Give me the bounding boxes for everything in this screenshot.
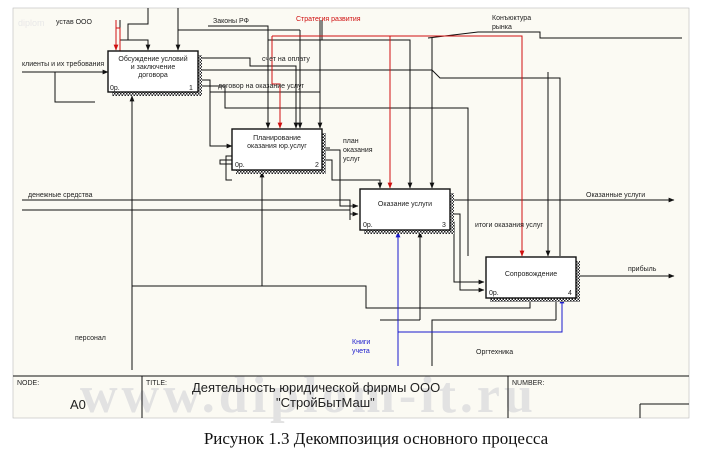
title-block: NODE: A0 TITLE: Деятельность юридической… <box>13 375 689 418</box>
label-plan-1: план <box>343 138 359 145</box>
process-box-2[interactable]: Планирование оказания юр.услуг 0р. 2 <box>231 128 326 174</box>
title-line-1: Деятельность юридической фирмы ООО <box>192 380 440 395</box>
box4-cost: 0р. <box>489 290 499 297</box>
box3-cost: 0р. <box>363 222 373 229</box>
label-konyunktura-2: рынка <box>492 24 512 31</box>
node-label: NODE: <box>17 380 39 387</box>
title-label: TITLE: <box>146 380 167 387</box>
label-plan-3: услуг <box>343 156 361 163</box>
process-box-3[interactable]: Оказание услуги 0р. 3 <box>359 188 454 234</box>
arrow-books <box>395 231 565 366</box>
arrow-lines <box>22 8 682 370</box>
figure-caption: Рисунок 1.3 Декомпозиция основного проце… <box>204 429 549 448</box>
label-ustav: устав ООО <box>56 19 92 26</box>
box3-line-1: Оказание услуги <box>378 201 432 208</box>
label-knigi-1: Книги <box>352 339 370 346</box>
number-label: NUMBER: <box>512 380 544 387</box>
box1-line-1: Обсуждение условий <box>118 55 187 63</box>
watermark-corner: diplom <box>18 18 45 28</box>
label-dogovor: договор на оказание услуг <box>218 83 304 90</box>
label-personal: персонал <box>75 335 106 342</box>
label-pribyl: прибыль <box>628 265 657 273</box>
box2-cost: 0р. <box>235 162 245 169</box>
label-konyunktura-1: Конъюктура <box>492 15 531 22</box>
box1-line-3: договора <box>138 72 168 79</box>
process-box-4[interactable]: Сопровождение 0р. 4 <box>485 256 580 302</box>
label-denezhnye: денежные средства <box>28 192 93 199</box>
label-okazannye: Оказанные услуги <box>586 192 645 199</box>
label-knigi-2: учета <box>352 348 370 355</box>
label-strategiya: Стратегия развития <box>296 16 361 23</box>
box4-line-1: Сопровождение <box>505 271 557 278</box>
box4-number: 4 <box>568 290 572 297</box>
label-schet: счет на оплату <box>262 56 310 63</box>
node-value: A0 <box>70 397 86 412</box>
box1-cost: 0р. <box>110 85 120 92</box>
arrow-strategy <box>113 20 525 257</box>
box1-number: 1 <box>189 85 193 92</box>
box2-number: 2 <box>315 162 319 169</box>
label-orgtehnika: Оргтехника <box>476 349 513 356</box>
label-zakony: Законы РФ <box>213 18 249 25</box>
label-klienty: клиенты и их требования <box>22 60 104 68</box>
process-box-1[interactable]: Обсуждение условий и заключение договора… <box>107 50 202 96</box>
label-itogi: итоги оказания услуг <box>475 222 543 229</box>
box1-line-2: и заключение <box>131 64 176 71</box>
label-plan-2: оказания <box>343 147 373 154</box>
box2-line-1: Планирование <box>253 135 301 142</box>
box3-number: 3 <box>442 222 446 229</box>
title-line-2: "СтройБытМаш" <box>276 395 375 410</box>
box2-line-2: оказания юр.услуг <box>247 143 307 150</box>
